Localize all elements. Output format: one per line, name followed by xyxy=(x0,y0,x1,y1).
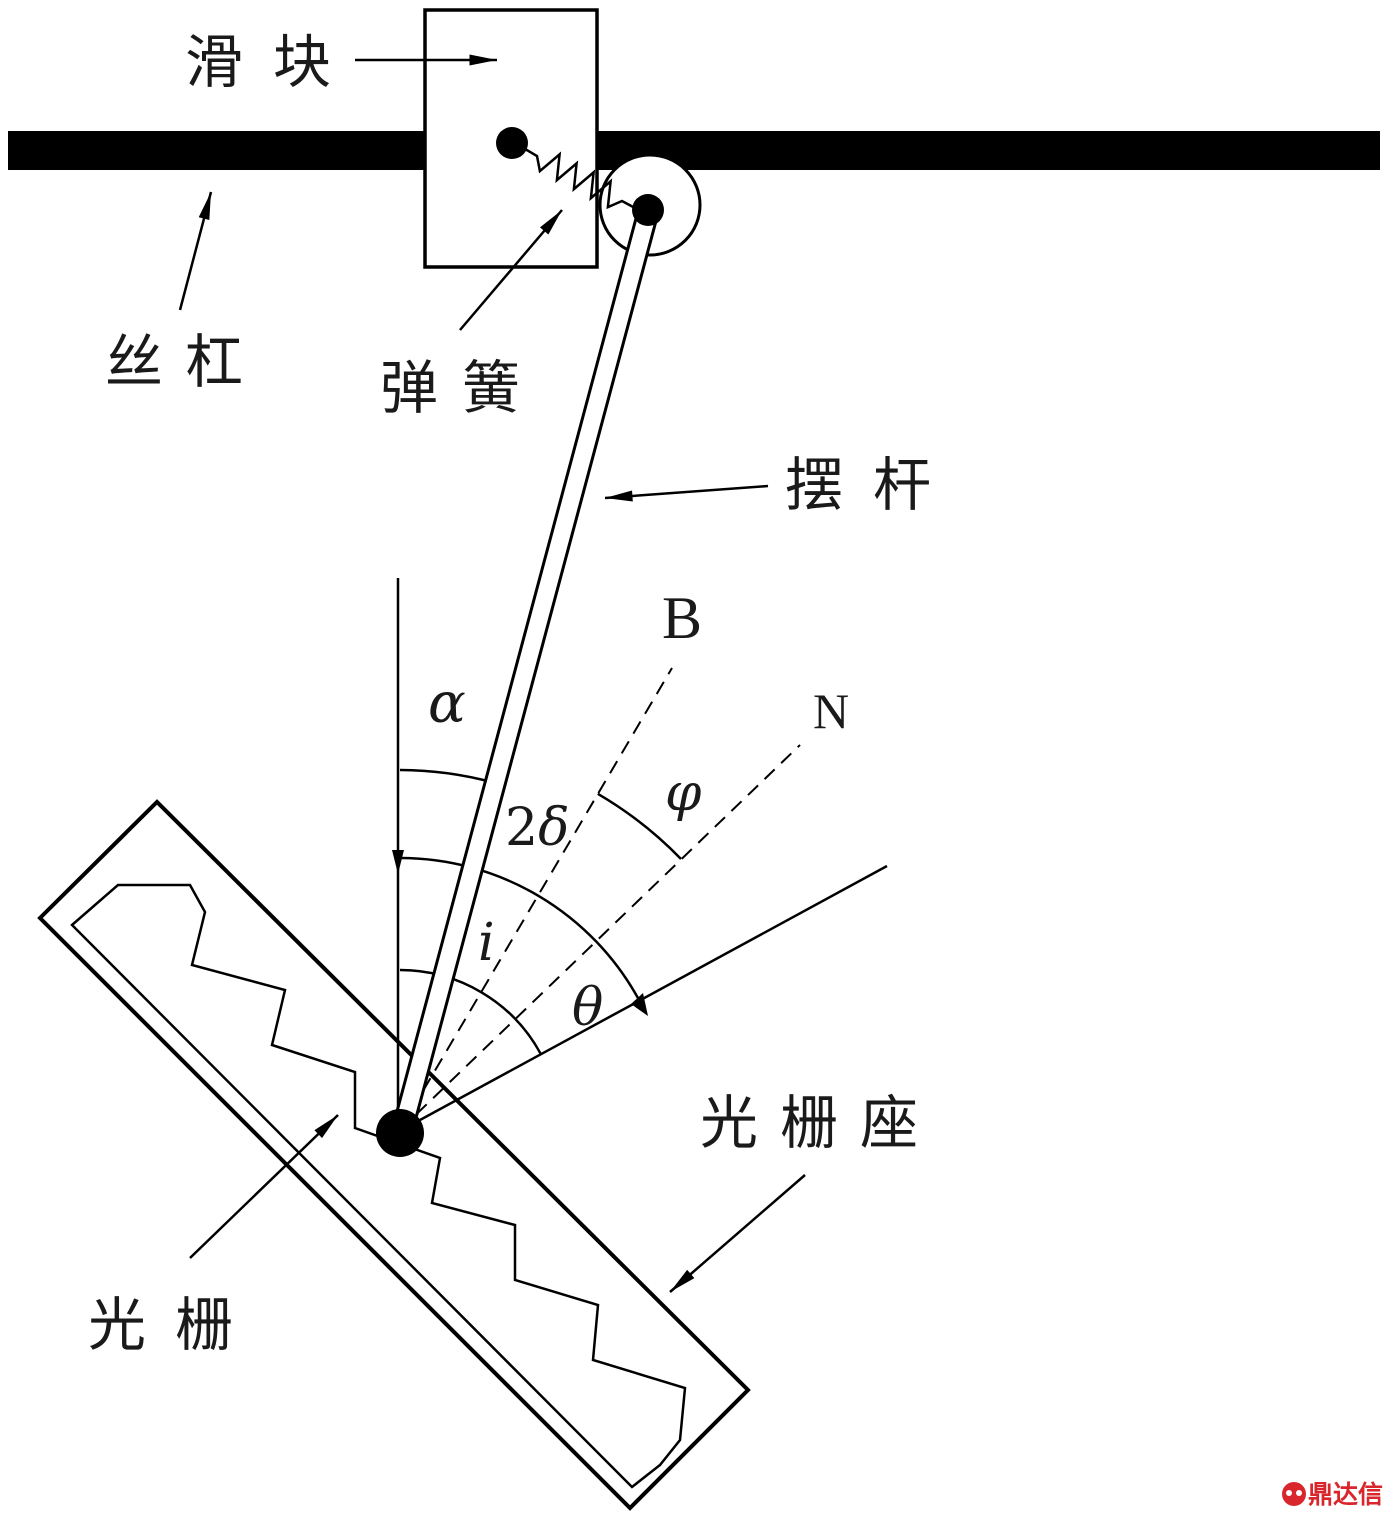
swing-rod xyxy=(393,207,660,1125)
lead-screw-leader-arrow xyxy=(178,191,213,311)
two-delta-arc xyxy=(399,856,641,1001)
two-delta-symbol: δ xyxy=(538,798,569,858)
theta-label: θ xyxy=(572,978,603,1038)
incident-ray-arrowhead xyxy=(392,850,404,874)
grating-pivot-dot xyxy=(376,1109,424,1157)
rod-top-pivot-dot xyxy=(632,194,664,226)
lead-screw-bar xyxy=(8,131,1380,170)
spring-coil xyxy=(519,144,636,210)
lead-screw-label: 丝杠 xyxy=(105,328,265,396)
spring-label: 弹簧 xyxy=(380,354,544,422)
phi-label: φ xyxy=(665,763,702,823)
dashed-line-n xyxy=(399,744,801,1131)
spring-leader-arrow xyxy=(459,209,563,331)
dashed-line-b xyxy=(399,667,673,1131)
line-b-label: B xyxy=(662,585,702,651)
incidence-theta-arc xyxy=(399,968,542,1055)
watermark-text: 鼎达信 xyxy=(1308,1480,1383,1509)
swing-rod-label: 摆杆 xyxy=(785,451,961,519)
spring-anchor-dot xyxy=(496,127,528,159)
slider-label: 滑块 xyxy=(185,28,361,96)
watermark-logo-icon xyxy=(1282,1482,1306,1506)
phi-arc xyxy=(597,792,682,860)
grating-label: 光栅 xyxy=(88,1291,262,1359)
alpha-label: α xyxy=(428,671,466,736)
line-n-label: N xyxy=(813,683,849,739)
grating-seat-label: 光栅座 xyxy=(700,1089,940,1157)
alpha-arc xyxy=(399,768,494,784)
grating-seat-leader-arrow xyxy=(669,1174,806,1293)
watermark: 鼎达信 xyxy=(1282,1480,1383,1509)
two-delta-label: 2δ xyxy=(505,798,569,858)
watermark-logo-dot-left xyxy=(1286,1490,1292,1496)
grating-sawtooth-profile xyxy=(70,883,687,1489)
two-delta-coefficient: 2 xyxy=(505,798,538,858)
swing-rod-leader-arrow xyxy=(604,484,769,502)
watermark-logo-dot-right xyxy=(1296,1490,1302,1496)
two-delta-arrowhead xyxy=(631,993,648,1016)
incidence-label: i xyxy=(478,913,495,973)
grating-leader-arrow xyxy=(189,1114,339,1259)
diffracted-ray xyxy=(419,864,888,1122)
